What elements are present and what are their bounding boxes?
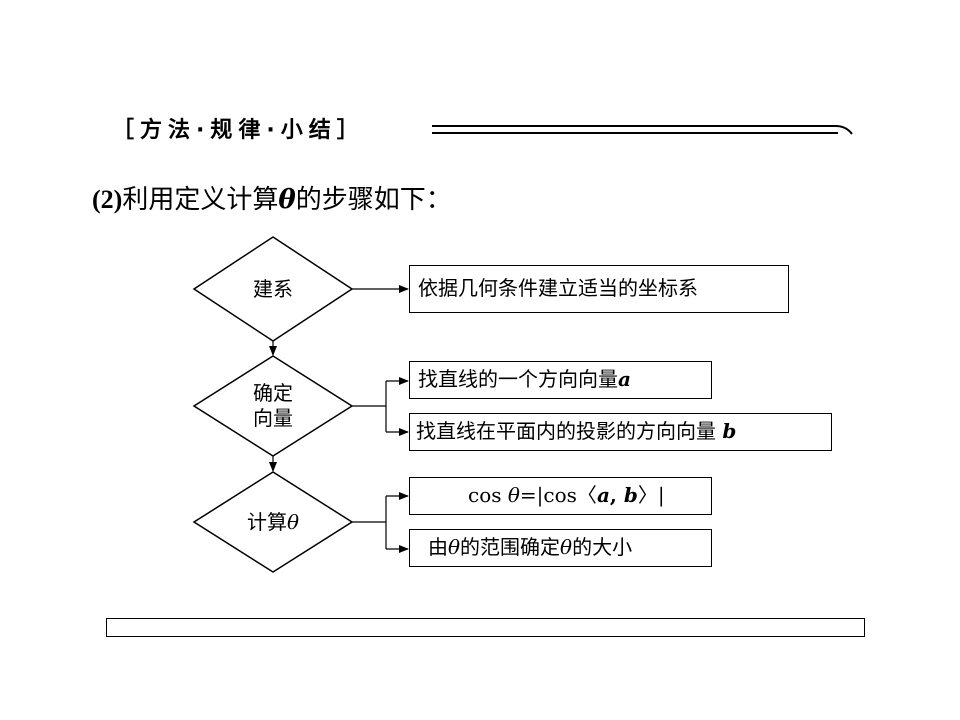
theta-range-theta2: θ: [560, 535, 573, 559]
box-build-coordinate-system: 依据几何条件建立适当的坐标系: [409, 265, 789, 313]
box-direction-vector-a: 找直线的一个方向向量a: [409, 361, 712, 399]
diamond-label-compute: 计算: [246, 510, 287, 534]
formula-theta: θ: [507, 483, 520, 507]
step-number: (2): [92, 185, 123, 214]
vector-a: a: [618, 367, 631, 391]
formula-cos: cos: [468, 483, 502, 507]
formula-b: b: [623, 483, 638, 507]
box-projection-vector-b-text: 找直线在平面内的投影的方向向量: [416, 419, 716, 443]
formula-a: a: [596, 483, 610, 507]
theta-range-suffix: 的大小: [572, 535, 633, 559]
box-formula: cos θ=|cos〈a, b〉|: [409, 477, 712, 515]
step-title: (2)利用定义计算θ的步骤如下：: [92, 182, 452, 218]
bottom-bar: [106, 618, 865, 637]
step-text-before: 利用定义计算: [122, 185, 279, 215]
box-projection-vector-b: 找直线在平面内的投影的方向向量 b: [409, 413, 832, 451]
formula-comma: ,: [609, 483, 624, 507]
diamond-compute-theta: [192, 471, 354, 573]
diamond-label-theta: θ: [286, 510, 300, 534]
theta-range-theta1: θ: [448, 535, 461, 559]
step-text-after: 的步骤如下：: [295, 185, 452, 215]
section-header: ［方法·规律·小结］: [112, 118, 365, 143]
theta-range-middle: 的范围确定: [460, 535, 561, 559]
vector-b: b: [722, 419, 737, 443]
header-rule: [432, 125, 838, 134]
theta-range-prefix: 由: [428, 535, 448, 559]
diamond-label-compute-theta: 计算θ: [223, 510, 323, 535]
diamond-label-determine-vector: 确定 向量: [233, 381, 313, 431]
diamond-label-build-system: 建系: [253, 277, 293, 301]
box-direction-vector-a-text: 找直线的一个方向向量: [418, 367, 618, 391]
diamond-label-line1: 确定: [253, 381, 293, 405]
header-rule-end: [836, 125, 853, 135]
formula-eq-open: =|cos〈: [519, 483, 597, 507]
step-theta: θ: [278, 185, 296, 215]
box-theta-range: 由θ的范围确定θ的大小: [409, 529, 712, 567]
formula-close: 〉|: [637, 483, 665, 507]
diamond-label-line2: 向量: [253, 406, 293, 430]
